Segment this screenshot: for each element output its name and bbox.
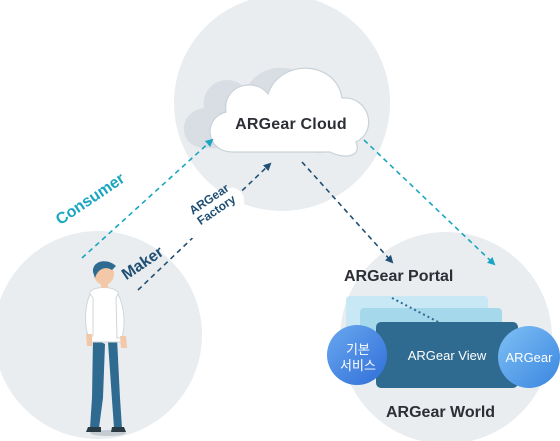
person-icon (85, 261, 127, 436)
basic-service-label: 기본 서비스 (328, 342, 388, 374)
basic-service-badge (327, 325, 387, 385)
argear-badge-label: ARGear (505, 350, 553, 365)
cloud-label: ARGear Cloud (235, 116, 347, 133)
argear-badge (498, 326, 560, 388)
world-arrow (363, 139, 496, 266)
factory-badge (181, 187, 245, 239)
consumer-arrow (81, 138, 214, 259)
portal-arrow (301, 161, 394, 264)
world-label: ARGear World (386, 404, 496, 421)
view-label: ARGear View (407, 348, 487, 363)
argear-view-box (376, 322, 518, 388)
basic-service-line2: 서비스 (340, 358, 376, 373)
portal-label: ARGear Portal (344, 268, 454, 285)
cloud-icon (183, 67, 370, 157)
basic-service-line1: 기본 (346, 342, 370, 357)
